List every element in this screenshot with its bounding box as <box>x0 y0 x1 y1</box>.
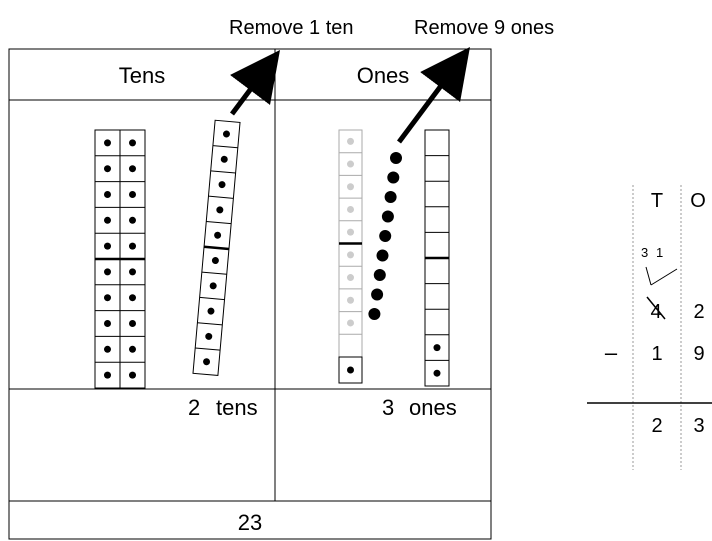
remove-ten-arrow <box>230 50 280 116</box>
unit-dot <box>347 319 354 327</box>
rod-cell-divider <box>206 220 232 225</box>
result-ones-digit: 3 <box>693 415 704 437</box>
unit-dot <box>347 296 354 304</box>
unit-dot <box>209 282 217 290</box>
removed-one-dot <box>371 288 384 301</box>
unit-dot <box>129 139 136 147</box>
unit-dot <box>104 320 111 327</box>
unit-dot <box>104 242 111 250</box>
subtrahend-tens-digit: 1 <box>651 343 662 365</box>
rod-cell-divider <box>203 245 230 251</box>
removed-one-dot <box>387 171 400 184</box>
removed-one-dot <box>390 152 402 164</box>
unit-dot <box>216 206 224 214</box>
ten-rod <box>119 129 146 389</box>
subtrahend-ones-digit: 9 <box>693 343 704 365</box>
unit-dot <box>129 242 136 250</box>
removed-one-dot <box>373 269 386 281</box>
ones-result-value: 3 <box>382 395 394 420</box>
remaining-ones-column <box>424 129 450 387</box>
unit-dot <box>347 205 354 213</box>
unit-dot <box>129 191 136 198</box>
removed-one-dot <box>381 210 394 223</box>
removed-ones-dots <box>368 152 402 320</box>
tens-result-unit: tens <box>216 395 258 420</box>
ones-result-unit: ones <box>409 395 457 420</box>
ten-rod <box>94 129 121 389</box>
removed-ten-rod <box>192 119 241 377</box>
unit-dot <box>347 274 354 282</box>
unit-dot <box>129 268 136 276</box>
unit-dot <box>205 332 213 340</box>
result-tens-digit: 2 <box>651 415 662 437</box>
total-value: 23 <box>238 510 262 535</box>
ones-rod <box>424 129 450 387</box>
strike-through-mark <box>646 296 666 320</box>
unit-dot <box>220 155 228 163</box>
removed-ten-rod-body <box>192 119 241 377</box>
removed-one-dot <box>379 230 392 242</box>
faded-ones-rod <box>338 129 363 358</box>
remove-ten-label: Remove 1 ten <box>229 17 354 39</box>
regroup-tens-mark: 3 <box>641 245 648 260</box>
column-subtraction: T O 3 1 4 2 – 1 9 2 3 <box>587 185 712 470</box>
unit-dot <box>104 345 111 353</box>
unit-dot <box>104 294 111 302</box>
unit-dot <box>104 165 111 173</box>
regrouped-ones-column <box>338 129 363 384</box>
unit-dot <box>207 307 215 315</box>
top-ones-digit: 2 <box>693 301 704 323</box>
unit-dot <box>347 137 354 145</box>
place-value-table <box>8 48 492 540</box>
unit-dot <box>433 369 441 377</box>
unit-dot <box>104 371 111 379</box>
minus-sign: – <box>605 340 618 365</box>
unit-dot <box>129 371 136 379</box>
unit-dot <box>347 183 354 191</box>
unit-dot <box>203 358 211 366</box>
rod-cell-divider <box>208 195 234 199</box>
unit-dot <box>347 251 354 259</box>
rod-cell-divider <box>210 170 236 174</box>
remove-ones-label: Remove 9 ones <box>414 17 554 39</box>
unit-dot <box>214 231 222 239</box>
regroup-tick-right <box>650 268 678 286</box>
remove-ones-arrow <box>396 46 470 144</box>
regroup-ones-mark: 1 <box>656 245 663 260</box>
rod-cell-divider <box>199 296 225 301</box>
top-tens-digit: 4 <box>650 301 661 323</box>
tens-header: Tens <box>119 63 165 88</box>
unit-dot <box>218 181 226 189</box>
removed-one-dot <box>376 249 389 262</box>
unit-dot <box>222 130 230 138</box>
rod-cell-divider <box>201 271 227 275</box>
rod-cell-divider <box>197 322 223 326</box>
regroup-tick-left <box>645 266 652 286</box>
unit-dot <box>433 344 441 352</box>
tens-column-header: T <box>651 190 663 212</box>
unit-dot <box>104 191 111 198</box>
tens-kept-rods <box>94 129 146 389</box>
rod-cell-divider <box>212 145 238 149</box>
ones-header: Ones <box>357 63 410 88</box>
unit-dot <box>347 160 354 168</box>
unit-dot <box>347 228 354 236</box>
tens-result-value: 2 <box>188 395 200 420</box>
removed-one-dot <box>368 308 381 320</box>
removed-one-dot <box>384 191 397 203</box>
unit-dot <box>129 216 136 224</box>
rod-cell-divider <box>195 347 221 351</box>
unit-dot <box>129 345 136 353</box>
unit-dot <box>129 320 136 327</box>
unit-dot <box>104 139 111 147</box>
unit-dot <box>347 366 354 374</box>
unit-dot <box>129 294 136 302</box>
ones-column-header: O <box>690 190 706 212</box>
unit-dot <box>211 257 219 265</box>
unit-dot <box>104 216 111 224</box>
unit-dot <box>129 165 136 173</box>
unit-dot <box>104 268 111 276</box>
